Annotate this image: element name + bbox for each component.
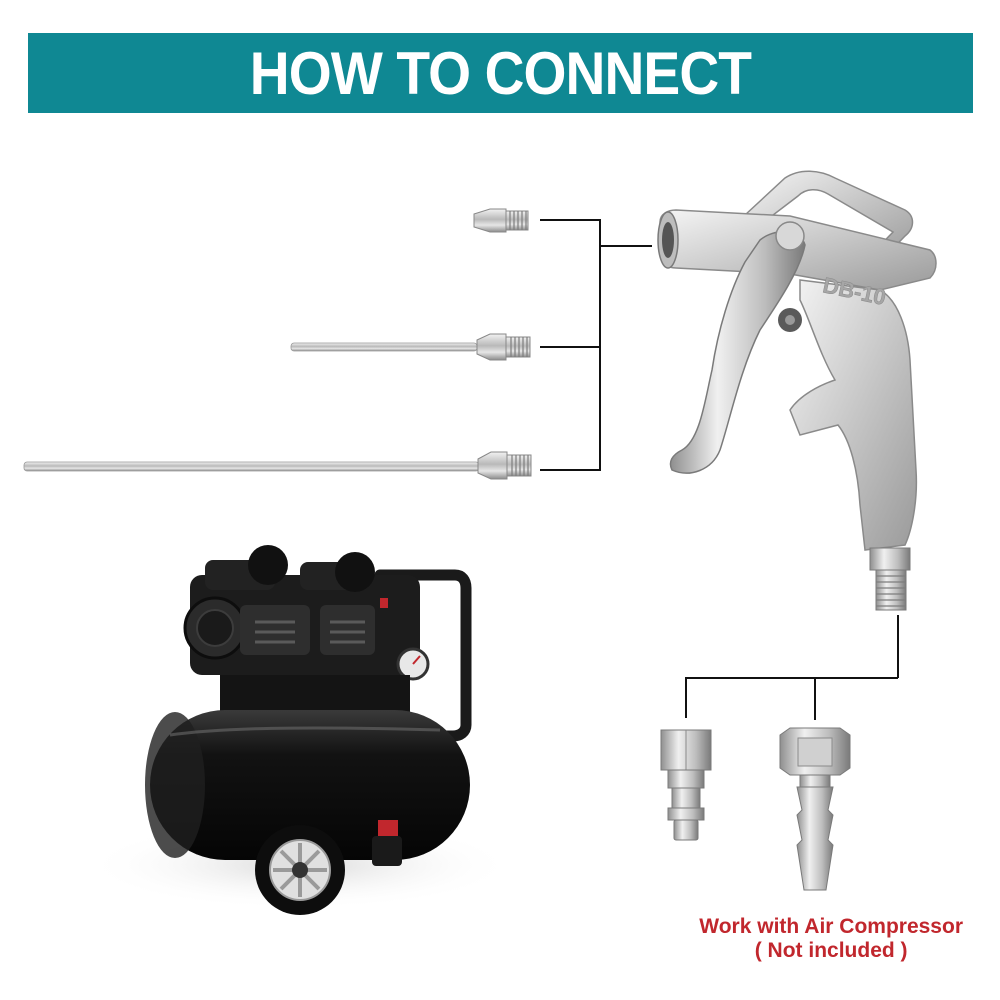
page-title: HOW TO CONNECT <box>249 39 752 107</box>
fitting-connector-lines <box>685 615 899 720</box>
long-nozzle-icon <box>23 451 532 480</box>
nozzle-connector-lines <box>540 219 652 471</box>
air-blow-gun-icon: DB-10 <box>657 170 937 611</box>
compressor-note: Work with Air Compressor ( Not included … <box>699 915 963 963</box>
short-nozzle-icon <box>473 208 529 233</box>
hose-barb-icon <box>779 727 851 891</box>
header-banner: HOW TO CONNECT <box>28 33 973 113</box>
note-line-1: Work with Air Compressor <box>699 915 963 938</box>
quick-connector-icon <box>660 729 712 841</box>
air-compressor-icon <box>85 545 515 915</box>
note-line-2: ( Not included ) <box>754 939 908 962</box>
medium-nozzle-icon <box>290 333 531 361</box>
